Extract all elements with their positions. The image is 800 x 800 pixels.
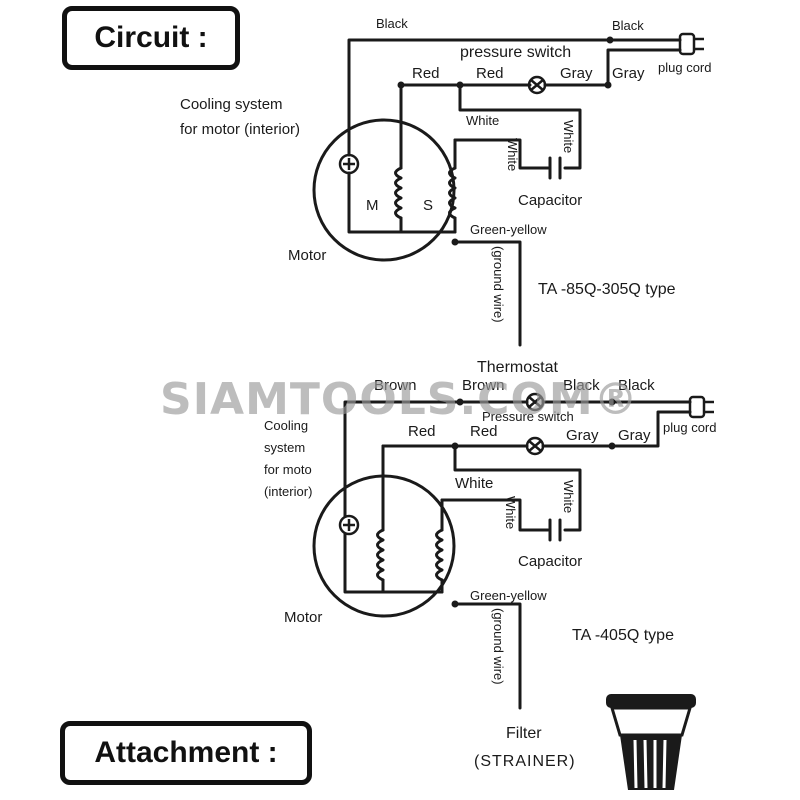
bottom-label-white-v1: White [503, 496, 518, 529]
bottom-label-red-1: Red [408, 423, 436, 440]
top-capacitor-symbol [548, 156, 562, 180]
top-label-white-v2: White [561, 120, 576, 153]
bottom-label-gray-1: Gray [566, 427, 599, 444]
top-ground-wire [453, 240, 522, 347]
top-main-coil [394, 83, 403, 234]
bottom-capacitor-symbol [548, 518, 562, 542]
bottom-label-pressure-switch: Pressure switch [482, 409, 574, 424]
top-label-motor: Motor [288, 247, 326, 264]
top-label-black-left: Black [376, 16, 408, 31]
filter-label: Filter [506, 725, 542, 742]
bottom-label-brown-1: Brown [374, 377, 417, 394]
bottom-label-cooling-1: Cooling [264, 418, 308, 433]
top-label-white-v1: White [505, 138, 520, 171]
top-start-coil [448, 138, 457, 234]
bottom-plug-icon [688, 395, 714, 419]
bottom-pressure-switch [525, 436, 545, 456]
top-label-plug-cord: plug cord [658, 60, 711, 75]
top-label-red-2: Red [476, 65, 504, 82]
bottom-label-cooling-2: system [264, 440, 305, 455]
bottom-label-motor: Motor [284, 609, 322, 626]
top-label-pressure-switch: pressure switch [460, 44, 571, 61]
bottom-label-green-yellow: Green-yellow [470, 588, 547, 603]
top-label-green-yellow: Green-yellow [470, 222, 547, 237]
bottom-label-cooling-3: for moto [264, 462, 312, 477]
bottom-label-brown-2: Brown [462, 377, 505, 394]
bottom-label-black-1: Black [563, 377, 600, 394]
bottom-ground-wire [453, 602, 522, 710]
bottom-label-gray-2: Gray [618, 427, 651, 444]
top-motor-circle [312, 118, 456, 262]
strainer-label: (STRAINER) [474, 753, 576, 770]
attachment-section: Filter (STRAINER) [474, 694, 696, 790]
bottom-label-black-2: Black [618, 377, 655, 394]
bottom-white-wire [453, 444, 582, 532]
top-label-red-1: Red [412, 65, 440, 82]
top-label-type: TA -85Q-305Q type [538, 281, 676, 298]
bottom-brown-wire [343, 400, 529, 518]
top-label-gray-1: Gray [560, 65, 593, 82]
top-label-ground-wire: (ground wire) [491, 246, 506, 323]
bottom-label-capacitor: Capacitor [518, 553, 582, 570]
bottom-label-thermostat: Thermostat [477, 359, 558, 376]
top-gray-wire [543, 48, 682, 87]
top-plug-icon [678, 32, 704, 56]
top-circuit: Black Black pressure switch Red Red Gray… [180, 16, 711, 347]
top-label-cooling-2: for motor (interior) [180, 121, 300, 138]
bottom-main-coil [376, 444, 385, 594]
bottom-label-white-h: White [455, 475, 493, 492]
top-black-wire [347, 38, 612, 157]
bottom-label-red-2: Red [470, 423, 498, 440]
bottom-circuit: Thermostat Brown Brown Black Black Press… [264, 359, 716, 710]
top-white-wire [458, 83, 582, 170]
bottom-label-plug-cord: plug cord [663, 420, 716, 435]
bottom-start-coil [435, 498, 444, 594]
top-label-s: S [423, 197, 433, 214]
bottom-label-type: TA -405Q type [572, 627, 674, 644]
top-label-white-h: White [466, 113, 499, 128]
top-label-m: M [366, 197, 379, 214]
top-label-black-right: Black [612, 18, 644, 33]
attachment-heading: Attachment : [60, 721, 312, 785]
bottom-label-white-v2: White [561, 480, 576, 513]
top-label-capacitor: Capacitor [518, 192, 582, 209]
bottom-gray-wire [541, 410, 692, 448]
filter-strainer-icon [606, 694, 696, 790]
bottom-label-cooling-4: (interior) [264, 484, 312, 499]
watermark: SIAMTOOLS.COM® [160, 374, 639, 425]
bottom-label-ground-wire: (ground wire) [491, 608, 506, 685]
top-label-gray-2: Gray [612, 65, 645, 82]
top-label-cooling-1: Cooling system [180, 96, 283, 113]
circuit-heading: Circuit : [62, 6, 240, 70]
bottom-cooling-fan-symbol [338, 514, 360, 536]
